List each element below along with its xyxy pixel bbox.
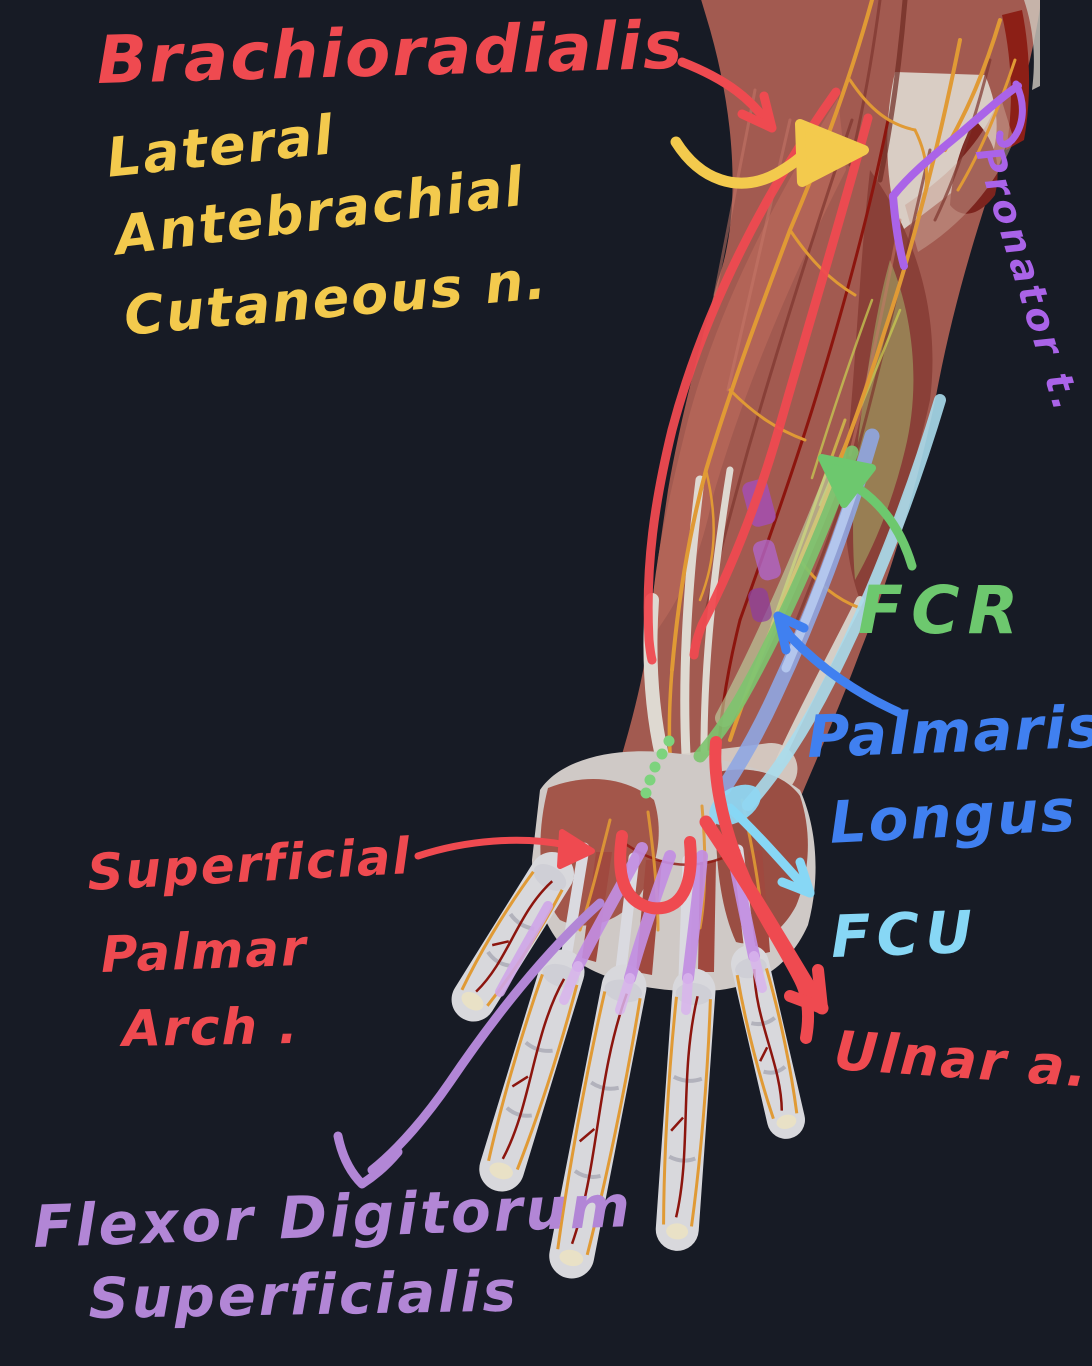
brachioradialis-outline [643,87,873,665]
superficial-palmar-arch-arrow [414,829,595,869]
label-superficial-palmar-arch-line3: Arch . [121,996,300,1058]
finger-ring [655,968,716,1251]
superficial-palmar-arch-outline [614,830,697,915]
flexor-digitorum-superficialis-arrow [333,898,605,1189]
fingers [451,852,805,1279]
label-palmaris-longus-line1: Palmaris [805,692,1092,771]
finger-pinky [731,945,805,1139]
fcr-dotted-path [640,735,675,799]
finger-thumb [451,852,574,1022]
median-purple-patches [742,479,782,623]
label-fcu: FCU [829,897,980,971]
brachioradialis-arrow [677,57,777,133]
fcu-arrow [725,803,815,898]
fds-tendon-highlights [495,842,767,1015]
lateral-antebrachial-cutaneous-arrow [670,119,869,189]
finger-middle [549,964,647,1279]
label-brachioradialis: Brachioradialis [95,6,686,99]
label-fcr: FCR [858,572,1027,649]
annotations [333,57,1026,1189]
pronator-teres-outline [889,80,1026,270]
fcr-tendon-highlight [693,445,859,763]
ulnar-artery-arrow [699,815,829,1015]
structure-highlights [495,394,946,1015]
fcr-arrow [818,454,917,571]
label-superficial-palmar-arch-line2: Palmar [99,918,309,984]
palmaris-longus-arrow [773,611,903,717]
label-palmaris-longus-line2: Longus [827,776,1079,857]
fcu-tendon-highlight [742,394,946,811]
label-flexor-digitorum-superficialis-line2: Superficialis [87,1259,520,1332]
